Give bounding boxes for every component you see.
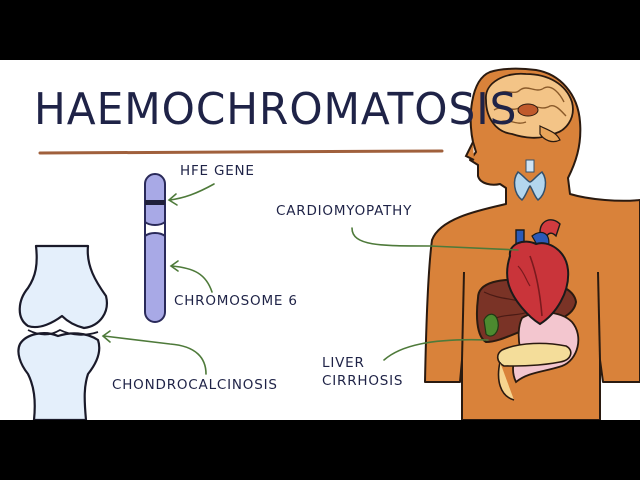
thyroid-icon (513, 159, 547, 201)
label-cirrhosis: CIRRHOSIS (322, 373, 404, 389)
title-underline (38, 149, 444, 155)
pointer-cardiomyopathy (351, 227, 519, 251)
label-chromosome-6: CHROMOSOME 6 (174, 293, 298, 309)
pointer-hfe-gene-head (167, 193, 178, 206)
brain-icon (485, 72, 574, 143)
label-cardiomyopathy: CARDIOMYOPATHY (276, 203, 413, 219)
label-liver: LIVER (322, 355, 365, 371)
label-chondrocalcinosis: CHONDROCALCINOSIS (112, 377, 278, 393)
diagram-artwork (17, 67, 640, 420)
stomach-icon (483, 311, 580, 401)
chromosome-icon (144, 173, 166, 323)
knee-joint-icon (17, 244, 108, 420)
pointer-chondrocalcinosis (103, 335, 207, 375)
diagram-title: HAEMOCHROMATOSIS (34, 84, 518, 135)
pointer-liver (383, 338, 489, 361)
pointer-chromosome (171, 265, 213, 293)
label-hfe-gene: HFE GENE (180, 163, 255, 179)
pointer-chondrocalcinosis-head (101, 330, 111, 343)
pointer-chromosome-head (169, 260, 179, 272)
diagram-panel: HAEMOCHROMATOSIS HFE GENE CHROMOSOME 6 C… (0, 60, 640, 420)
pointer-hfe-gene (169, 183, 215, 201)
